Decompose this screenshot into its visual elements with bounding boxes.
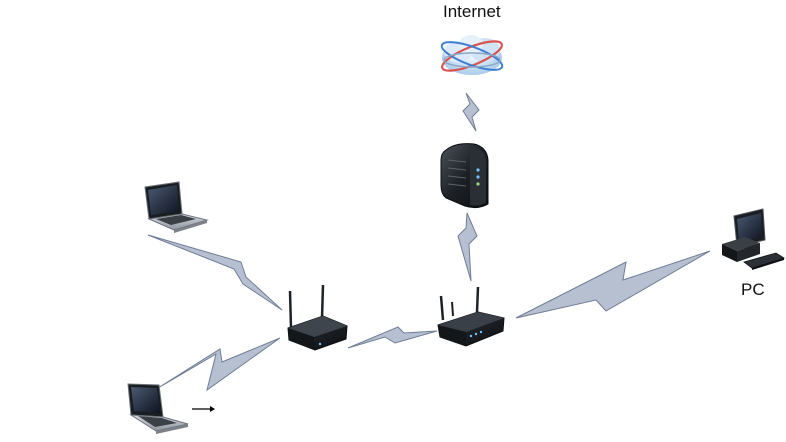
laptop-icon (127, 383, 189, 434)
link-modem-router (457, 212, 478, 282)
link-internet-modem (462, 92, 480, 132)
internet-label: Internet (443, 2, 501, 21)
wireless-links (147, 92, 711, 392)
modem (440, 143, 489, 209)
access-point (287, 284, 348, 351)
cloud-icon (440, 35, 504, 75)
laptop-top (144, 181, 209, 233)
access-point-icon (287, 284, 348, 351)
internet-cloud (440, 35, 504, 75)
modem-icon (440, 143, 489, 209)
link-laptop-bottom-ap (157, 337, 281, 392)
link-ap-router (347, 326, 438, 349)
wireless-router-icon (437, 286, 505, 347)
main-router (437, 286, 505, 347)
link-router-pc (515, 250, 711, 319)
arrow-right-icon (192, 406, 215, 412)
desktop-pc-icon (722, 208, 785, 270)
desktop-pc (722, 208, 785, 270)
laptop-bottom (127, 383, 215, 434)
laptop-icon (144, 181, 209, 233)
pc-label: PC (741, 280, 765, 299)
link-laptop-top-ap (147, 234, 283, 311)
